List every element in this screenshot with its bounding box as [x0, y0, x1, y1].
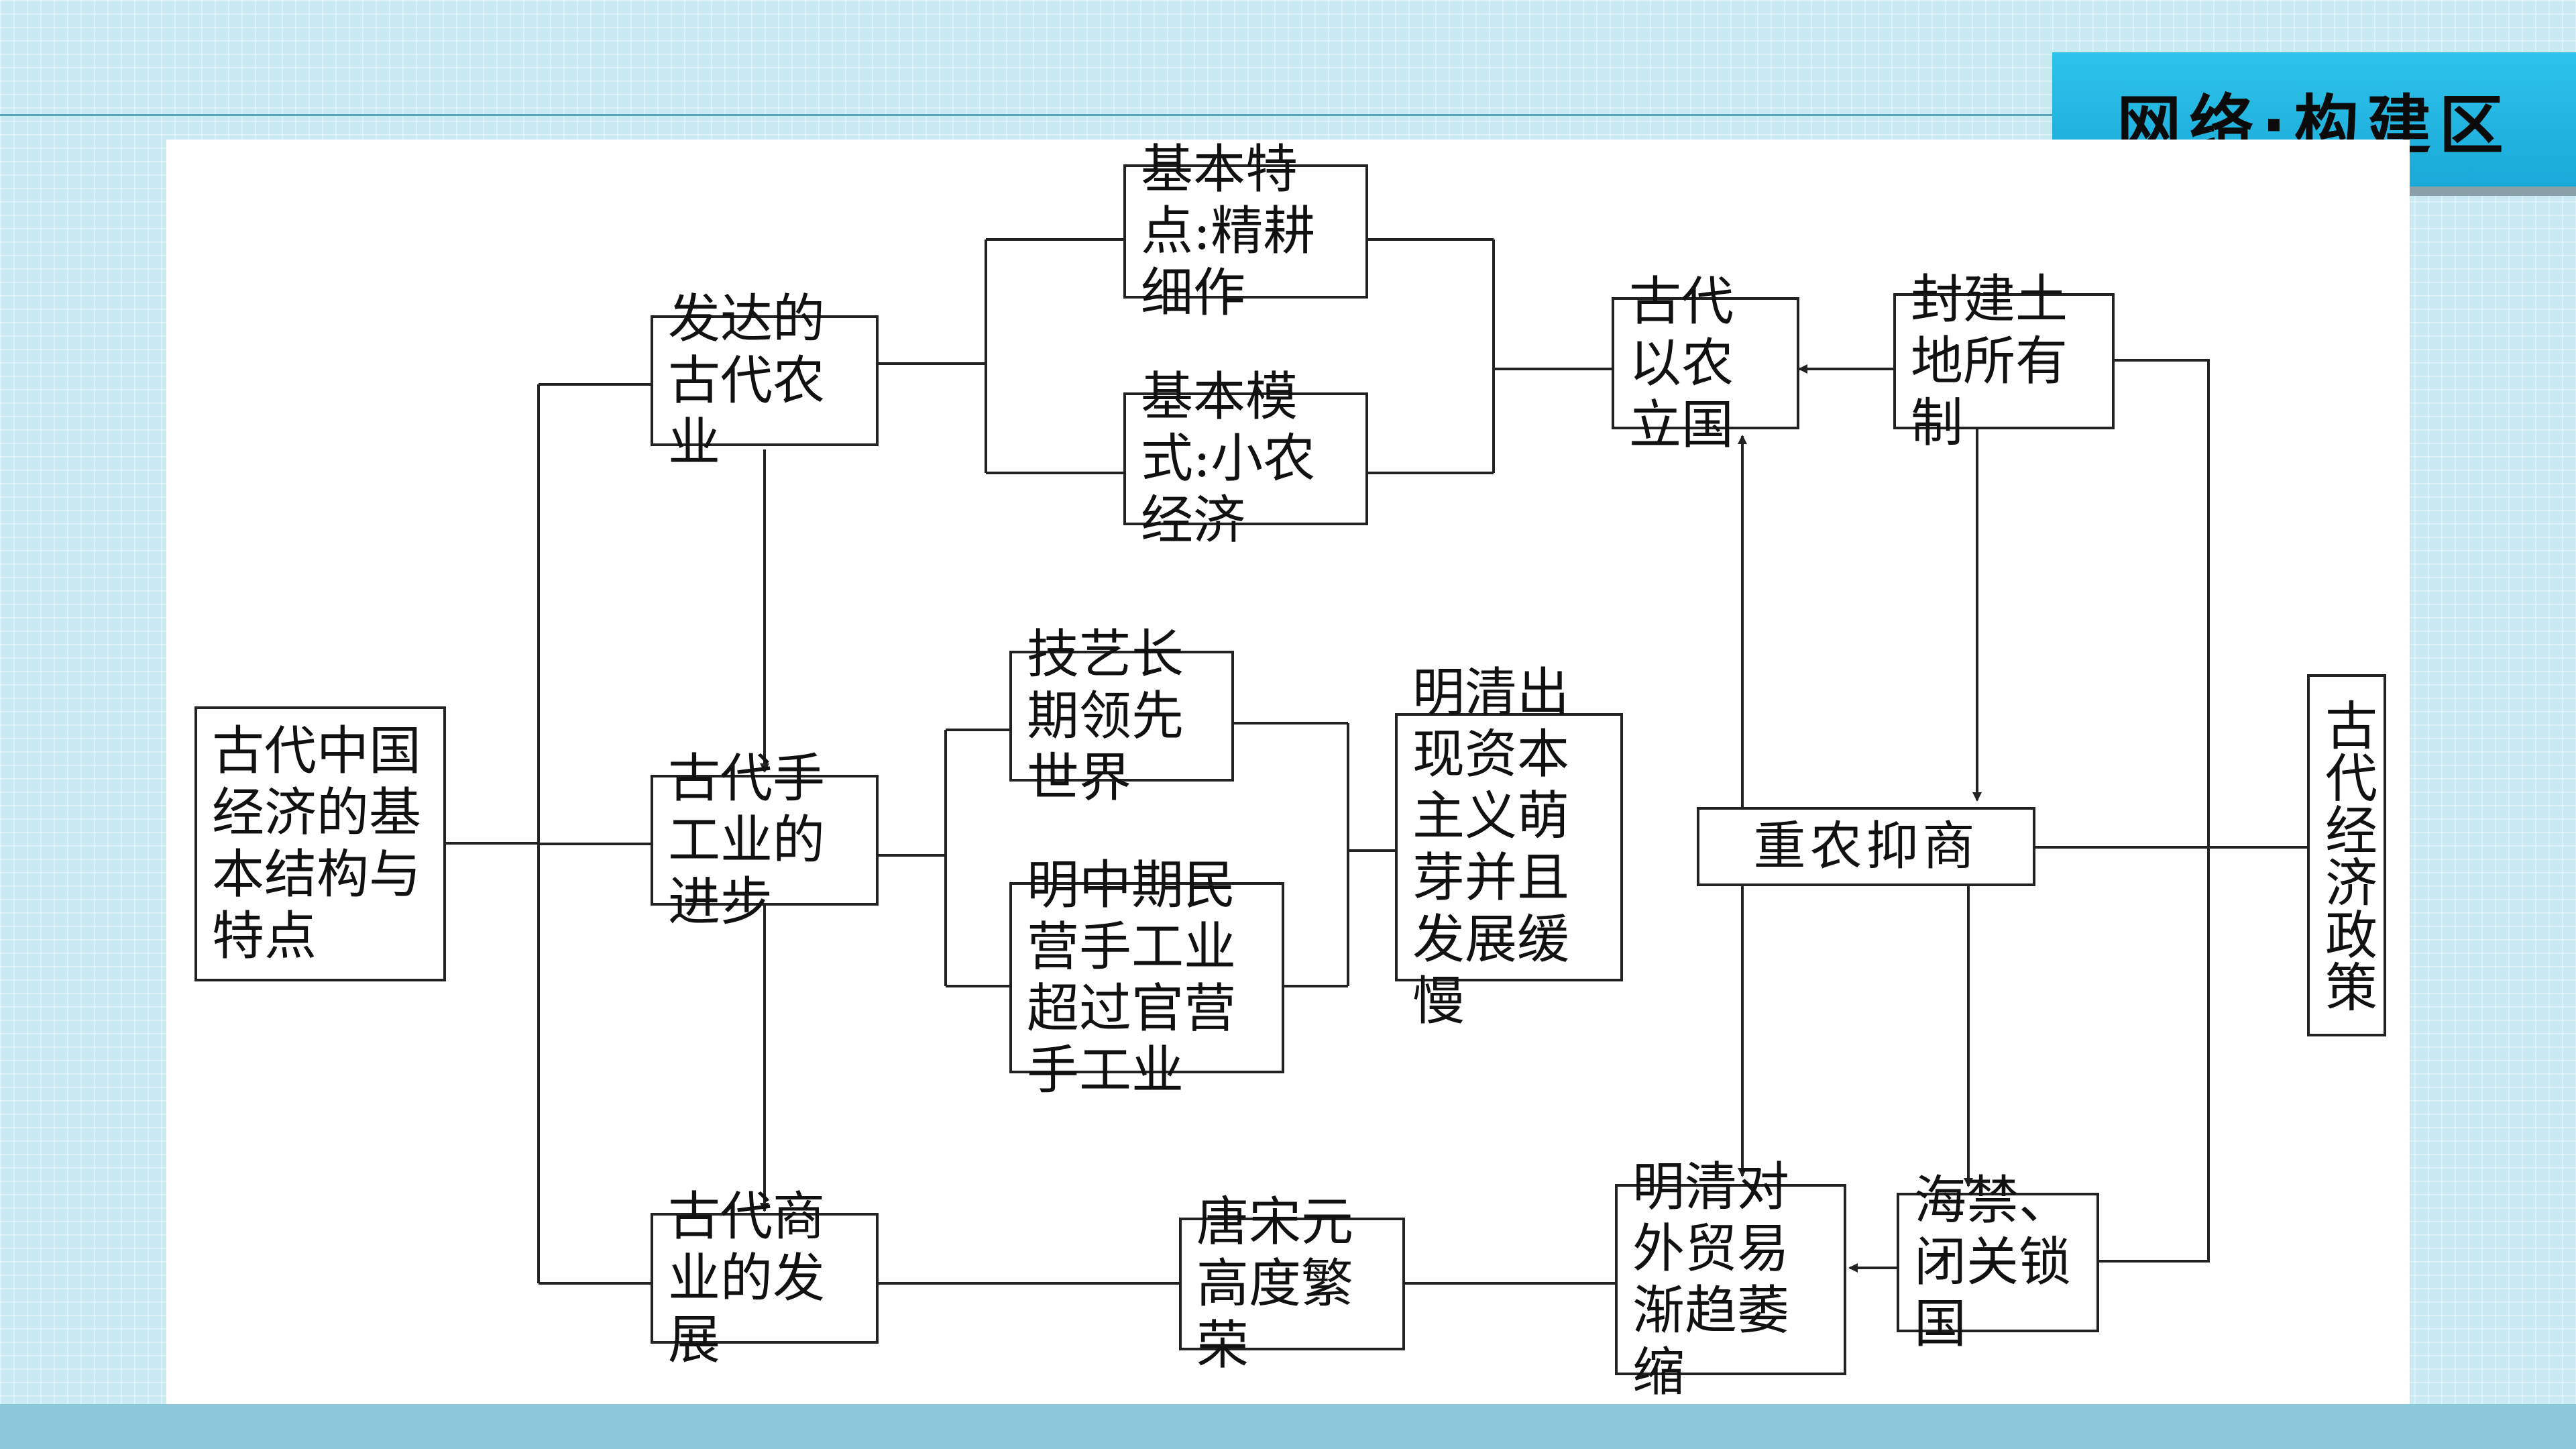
capitalism-node: 明清出现资本主义萌芽并且发展缓慢 [1395, 663, 1623, 1032]
nongliguo-node: 古代以农立国 [1612, 272, 1799, 455]
agri-mode-node: 基本模式:小农经济 [1123, 367, 1368, 551]
agri-mode-label: 基本模式:小农经济 [1141, 367, 1316, 551]
craft-private-label: 明中期民营手工业超过官营手工业 [1027, 855, 1237, 1101]
root-node: 古代中国经济的基本结构与特点 [194, 706, 446, 981]
feudal-land-label: 封建土地所有制 [1911, 269, 2068, 453]
craft-private-node: 明中期民营手工业超过官营手工业 [1009, 855, 1284, 1101]
haijin-label: 海禁、闭关锁国 [1914, 1171, 2072, 1354]
policy-node: 古代经济政策 [2307, 674, 2386, 1036]
craft-lead-label: 技艺长期领先世界 [1027, 624, 1184, 808]
tang-song-node: 唐宋元高度繁荣 [1179, 1192, 1405, 1376]
craft-lead-node: 技艺长期领先世界 [1009, 625, 1234, 808]
agriculture-node: 发达的古代农业 [651, 289, 879, 473]
agri-feature-label: 基本特点:精耕细作 [1141, 140, 1316, 323]
nongliguo-label: 古代以农立国 [1629, 271, 1734, 455]
header-rule [0, 114, 2576, 116]
handicraft-label: 古代手工业的进步 [668, 748, 826, 932]
tang-song-label: 唐宋元高度繁荣 [1196, 1192, 1354, 1376]
foreign-trade-node: 明清对外贸易渐趋萎缩 [1615, 1157, 1846, 1403]
feudal-land-node: 封建土地所有制 [1893, 270, 2115, 453]
haijin-node: 海禁、闭关锁国 [1897, 1171, 2099, 1354]
line-right-loop [2099, 359, 2210, 1263]
root-node-label: 古代中国经济的基本结构与特点 [212, 721, 422, 967]
agriculture-node-label: 发达的古代农业 [668, 288, 826, 473]
capitalism-label: 明清出现资本主义萌芽并且发展缓慢 [1412, 663, 1570, 1032]
agri-feature-node: 基本特点:精耕细作 [1123, 140, 1368, 323]
handicraft-node: 古代手工业的进步 [651, 749, 879, 932]
commerce-label: 古代商业的发展 [668, 1186, 826, 1371]
policy-label: 古代经济政策 [2316, 698, 2377, 1012]
foreign-trade-label: 明清对外贸易渐趋萎缩 [1632, 1157, 1790, 1403]
zhongnong-label: 重农抑商 [1753, 816, 1979, 877]
zhongnong-node: 重农抑商 [1697, 807, 2035, 886]
commerce-node: 古代商业的发展 [651, 1187, 879, 1371]
footer-bar [0, 1404, 2576, 1449]
